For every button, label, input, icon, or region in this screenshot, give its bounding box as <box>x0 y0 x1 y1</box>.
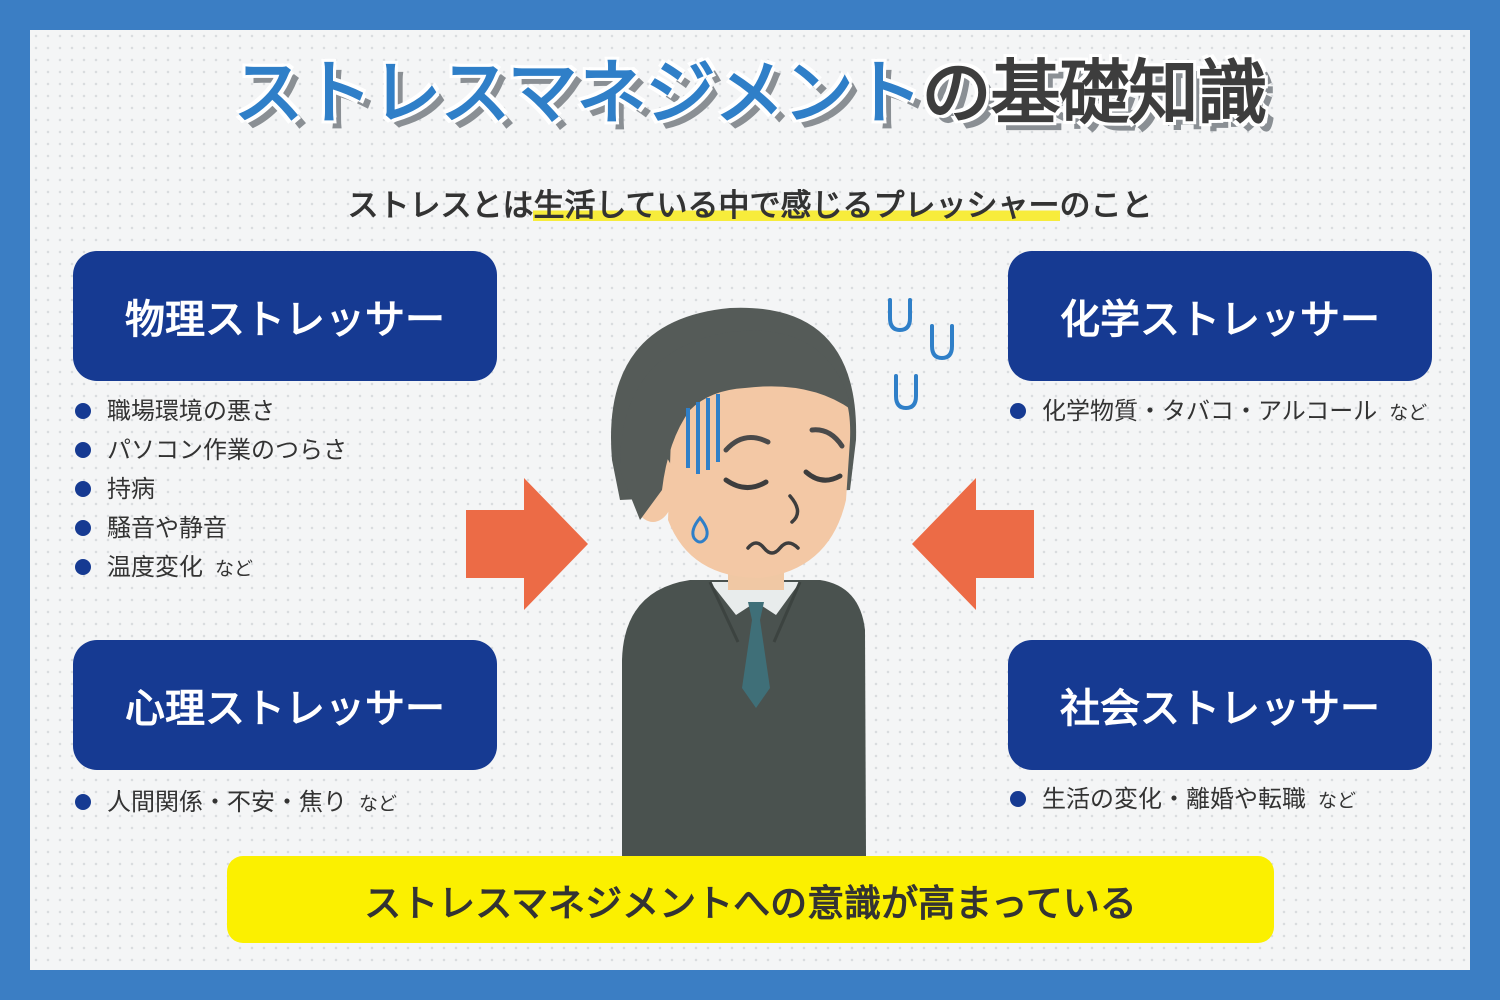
list-item: パソコン作業のつらさ <box>73 433 347 472</box>
list-item: 人間関係・不安・焦りなど <box>73 785 397 824</box>
subtitle-post: のこと <box>1059 188 1153 224</box>
bullet-dot-icon <box>75 794 91 810</box>
list-item: 化学物質・タバコ・アルコールなど <box>1008 394 1427 433</box>
list-suffix: など <box>1389 402 1428 424</box>
chemical-stressor-list: 化学物質・タバコ・アルコールなど <box>1008 394 1427 433</box>
list-suffix: など <box>215 558 254 580</box>
social-stressor-list: 生活の変化・離婚や転職など <box>1008 782 1356 821</box>
conclusion-banner: ストレスマネジメントへの意識が高まっている <box>227 856 1274 943</box>
list-item: 生活の変化・離婚や転職など <box>1008 782 1356 821</box>
list-suffix: など <box>359 793 398 815</box>
list-item-text: 化学物質・タバコ・アルコール <box>1042 397 1378 425</box>
psychological-stressor-list: 人間関係・不安・焦りなど <box>73 785 397 824</box>
physical-stressor-box: 物理ストレッサー <box>73 251 497 381</box>
subtitle-highlight: 生活している中で感じるプレッシャー <box>533 188 1060 224</box>
arrow-left-icon <box>912 478 1034 610</box>
subtitle: ストレスとは生活している中で感じるプレッシャーのこと <box>0 180 1500 225</box>
list-item-text: 持病 <box>107 475 155 503</box>
list-item: 職場環境の悪さ <box>73 394 347 433</box>
sweat-drop-icon <box>930 324 954 361</box>
bullet-dot-icon <box>1010 791 1026 807</box>
sweat-drop-icon <box>888 298 912 333</box>
chemical-stressor-box: 化学ストレッサー <box>1008 251 1432 381</box>
bullet-dot-icon <box>75 403 91 419</box>
arrow-right-icon <box>466 478 588 610</box>
bullet-dot-icon <box>75 520 91 536</box>
list-item-text: 人間関係・不安・焦り <box>107 788 347 816</box>
page-title: ストレスマネジメントの基礎知識 <box>0 58 1500 128</box>
subtitle-pre: ストレスとは <box>347 188 534 224</box>
physical-stressor-list: 職場環境の悪さ パソコン作業のつらさ 持病 騒音や静音 温度変化など <box>73 394 347 589</box>
sweat-drop-icon <box>894 374 918 411</box>
psychological-stressor-box: 心理ストレッサー <box>73 640 497 770</box>
list-item-text: 職場環境の悪さ <box>107 397 275 425</box>
social-stressor-box: 社会ストレッサー <box>1008 640 1432 770</box>
bullet-dot-icon <box>75 481 91 497</box>
title-rest: の基礎知識 <box>921 52 1267 134</box>
list-item: 温度変化など <box>73 550 347 589</box>
bullet-dot-icon <box>1010 403 1026 419</box>
list-item-text: パソコン作業のつらさ <box>107 436 347 464</box>
list-item: 持病 <box>73 472 347 511</box>
bullet-dot-icon <box>75 559 91 575</box>
list-item-text: 騒音や静音 <box>107 514 227 542</box>
list-item: 騒音や静音 <box>73 511 347 550</box>
list-suffix: など <box>1318 790 1357 812</box>
list-item-text: 生活の変化・離婚や転職 <box>1042 785 1306 813</box>
list-item-text: 温度変化 <box>107 553 203 581</box>
stressed-businessman-illustration <box>610 298 954 856</box>
bullet-dot-icon <box>75 442 91 458</box>
title-accent: ストレスマネジメント <box>233 52 923 134</box>
